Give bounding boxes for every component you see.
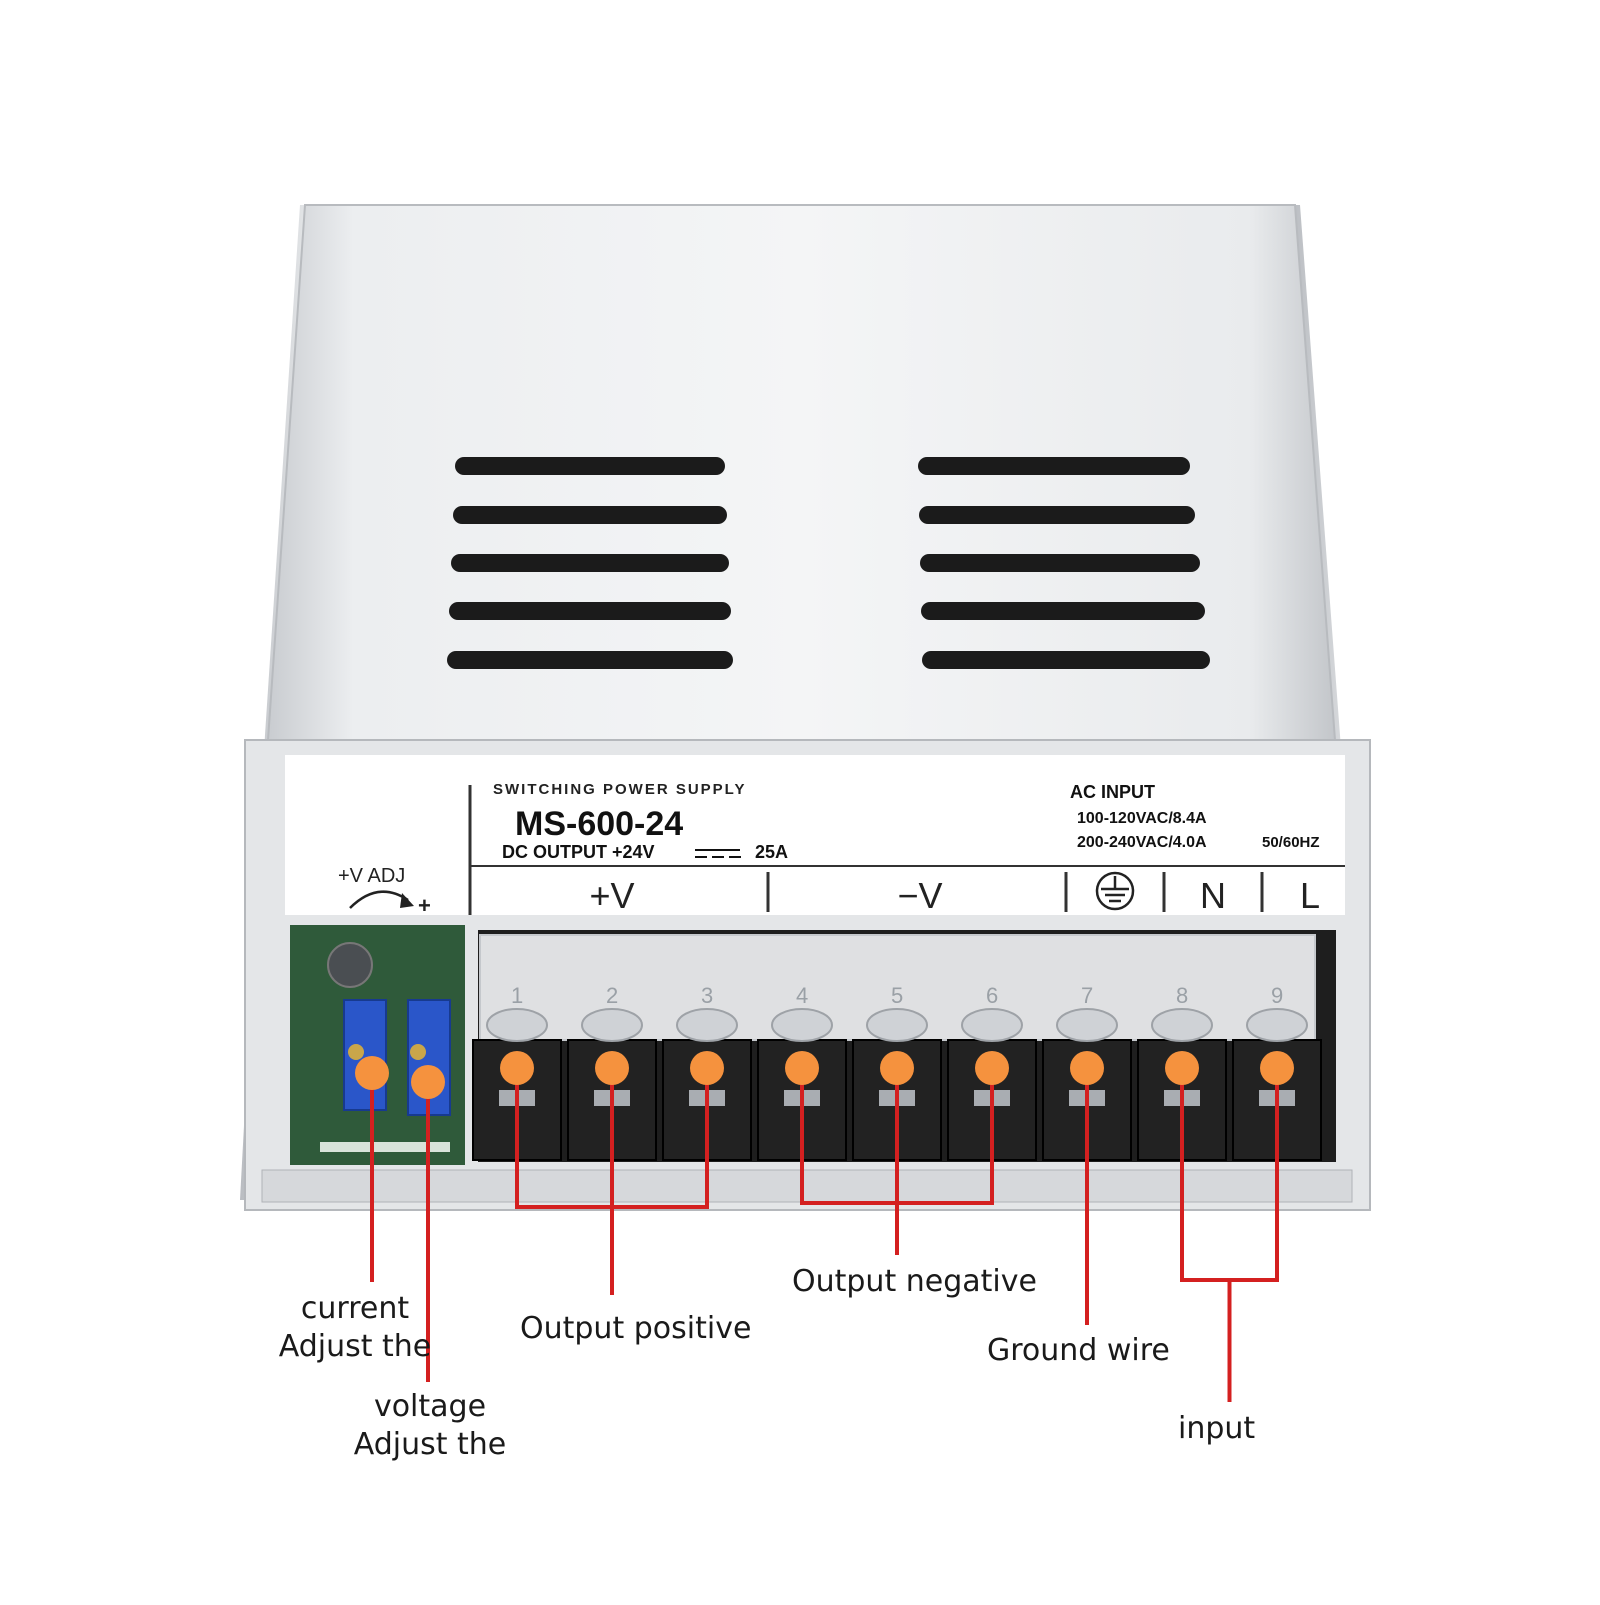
terminal-number: 4 [796,983,808,1008]
terminal-block: 1 2 3 4 5 6 7 8 9 [472,930,1336,1162]
terminal-screw-head [866,1008,928,1042]
frequency-text: 50/60HZ [1262,834,1320,851]
vent-slot-right [921,602,1205,620]
terminal-screw-head [1056,1008,1118,1042]
indicator-led [327,942,373,988]
dc-output-current-text: 25A [755,842,788,862]
callout-ground-wire: Ground wire [987,1333,1170,1368]
callout-output-negative: Output negative [792,1264,1037,1299]
ground-symbol-icon [1095,871,1135,911]
terminal-screw-head [961,1008,1023,1042]
control-board [290,925,465,1165]
terminal-marker [975,1051,1009,1085]
vent-slot-left [453,506,727,524]
adj-plus: + [418,893,431,918]
callout-output-positive: Output positive [520,1311,752,1346]
terminal-marker [1165,1051,1199,1085]
terminal-marker [1070,1051,1104,1085]
terminal-number: 1 [511,983,523,1008]
callout-current-line-1: current [300,1291,410,1326]
callout-voltage-adjust: voltage Adjust the [345,1388,515,1464]
vent-slot-right [922,651,1210,669]
terminal-screw-head [771,1008,833,1042]
terminal-number: 8 [1176,983,1188,1008]
vent-slot-left [455,457,725,475]
model-text: MS-600-24 [515,805,683,843]
callout-voltage-line-2: Adjust the [353,1427,507,1462]
vent-slot-left [449,602,731,620]
group-label-line: L [1300,875,1320,916]
terminal-number: 3 [701,983,713,1008]
terminal-marker [355,1056,389,1090]
vent-slot-right [919,506,1195,524]
terminal-marker [500,1051,534,1085]
group-label-neutral: N [1200,875,1226,916]
product-type-text: SWITCHING POWER SUPPLY [493,781,746,798]
terminal-marker [595,1051,629,1085]
terminal-marker [880,1051,914,1085]
terminal-marker [785,1051,819,1085]
terminal-number: 9 [1271,983,1283,1008]
terminal-marker [1260,1051,1294,1085]
group-label-negative: −V [897,875,942,916]
terminal-number: 2 [606,983,618,1008]
terminal-number: 7 [1081,983,1093,1008]
callout-lines [370,1072,1279,1402]
dc-output-text: DC OUTPUT +24V [502,842,655,862]
vent-slot-right [920,554,1200,572]
callout-current-line-2: Adjust the [278,1329,432,1364]
terminal-markers [355,1051,1294,1099]
ac-input-title: AC INPUT [1070,782,1155,802]
terminal-screw-head [676,1008,738,1042]
terminal-marker [690,1051,724,1085]
label-plate: SWITCHING POWER SUPPLY MS-600-24 DC OUTP… [285,755,1345,918]
ac-input-high-text: 200-240VAC/4.0A [1077,834,1207,851]
group-label-positive: +V [589,875,634,916]
adj-arrow-head [400,893,414,908]
voltage-trim-screw [410,1044,426,1060]
ac-input-low-text: 100-120VAC/8.4A [1077,810,1207,827]
current-trim-screw [348,1044,364,1060]
terminal-number: 6 [986,983,998,1008]
terminal-screw-head [1246,1008,1308,1042]
vent-slots [447,457,1210,669]
adj-label: +V ADJ [338,865,405,887]
terminal-screw-head [486,1008,548,1042]
terminal-screw-head [1151,1008,1213,1042]
callout-voltage-line-1: voltage [373,1389,487,1424]
callout-input: input [1178,1411,1256,1446]
case-bottom-lip [261,1169,1353,1203]
terminal-marker [411,1065,445,1099]
vent-slot-left [447,651,733,669]
vent-slot-left [451,554,729,572]
label-plate-background [285,755,1345,915]
pcb-silkscreen [320,1142,450,1152]
terminal-screw-head [581,1008,643,1042]
dc-symbol-icon [695,849,741,858]
terminal-number: 5 [891,983,903,1008]
vent-slot-right [918,457,1190,475]
callout-current-adjust: current Adjust the [270,1290,440,1366]
